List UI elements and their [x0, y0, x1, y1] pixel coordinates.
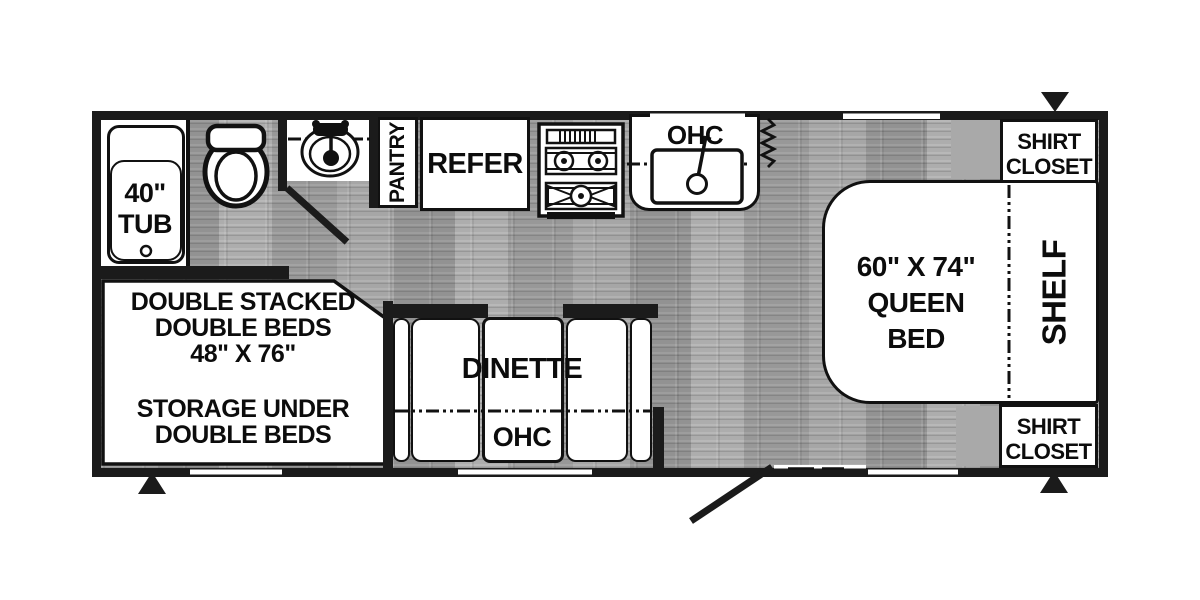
- entry-door: [689, 464, 866, 524]
- trailer-outer-wall: [92, 111, 1108, 477]
- entry-door-swing: [689, 464, 774, 524]
- slide-arrow-bottom-left-icon: [138, 472, 166, 494]
- dinette-bench-left-back: [393, 318, 410, 462]
- arrows: [138, 92, 1069, 494]
- bedside-cabinet-bottom: [956, 406, 999, 466]
- bunkroom-dinette-wall: [383, 301, 393, 468]
- stove-icon: [537, 122, 625, 219]
- dinette-bench-right-back: [630, 318, 652, 462]
- bathroom-divider-wall: [92, 266, 289, 279]
- kitchen-end-wall: [369, 113, 378, 208]
- windows: [190, 113, 958, 475]
- shirt-closet-bottom-label: SHIRT CLOSET: [1005, 414, 1092, 464]
- bathroom-door: [284, 185, 350, 245]
- bunk-storage-label: STORAGE UNDER DOUBLE BEDS: [136, 395, 350, 449]
- door-side-wall-stub: [653, 407, 664, 468]
- queen-bed-label: 60" X 74" QUEEN BED: [856, 251, 976, 354]
- slide-arrow-bottom-right-icon: [1040, 471, 1068, 493]
- bunk-beds-label: DOUBLE STACKED DOUBLE BEDS 48" X 76": [130, 288, 356, 368]
- shelf-label: SHELF: [1035, 239, 1073, 345]
- shirt-closet-bottom: SHIRT CLOSET: [999, 404, 1098, 468]
- bathroom-wall: [278, 111, 287, 191]
- tub-drain-icon: [139, 244, 153, 258]
- window-top-bedroom: [843, 113, 940, 119]
- shirt-closet-top-label: SHIRT CLOSET: [1005, 129, 1093, 179]
- dinette-label: DINETTE: [461, 353, 583, 385]
- interior-walls: [92, 111, 664, 468]
- dinette-table: [482, 317, 564, 463]
- utility-coil-icon: [758, 118, 778, 168]
- bedside-cabinet-top: [951, 120, 1000, 179]
- dinette-slide-wall-right: [563, 304, 658, 318]
- window-bottom-dinette: [458, 469, 592, 475]
- window-bottom-bedroom: [868, 469, 958, 475]
- refrigerator-label: REFER: [427, 147, 523, 180]
- pantry-cabinet: PANTRY: [377, 117, 418, 208]
- tub-label: 40" TUB: [118, 178, 173, 239]
- toilet-icon: [202, 123, 270, 209]
- kitchen-sink-icon: [650, 135, 744, 205]
- slide-arrow-top-icon: [1041, 92, 1069, 112]
- window-top-kitchen: [650, 113, 745, 119]
- dinette-bench-left: [411, 318, 480, 462]
- queen-bed: [822, 180, 1099, 404]
- window-bottom-bunkroom: [190, 469, 282, 475]
- dinette-slide-wall-left: [390, 304, 488, 318]
- refrigerator: REFER: [420, 117, 530, 211]
- dinette-bench-right: [566, 318, 628, 462]
- entry-door-threshold: [774, 465, 866, 469]
- dinette-ohc-label: OHC: [492, 422, 552, 452]
- tub-basin: [110, 160, 182, 261]
- bathroom-sink-icon: [300, 120, 360, 178]
- kitchen-ohc-label: OHC: [666, 120, 724, 150]
- shirt-closet-top: SHIRT CLOSET: [1000, 119, 1098, 183]
